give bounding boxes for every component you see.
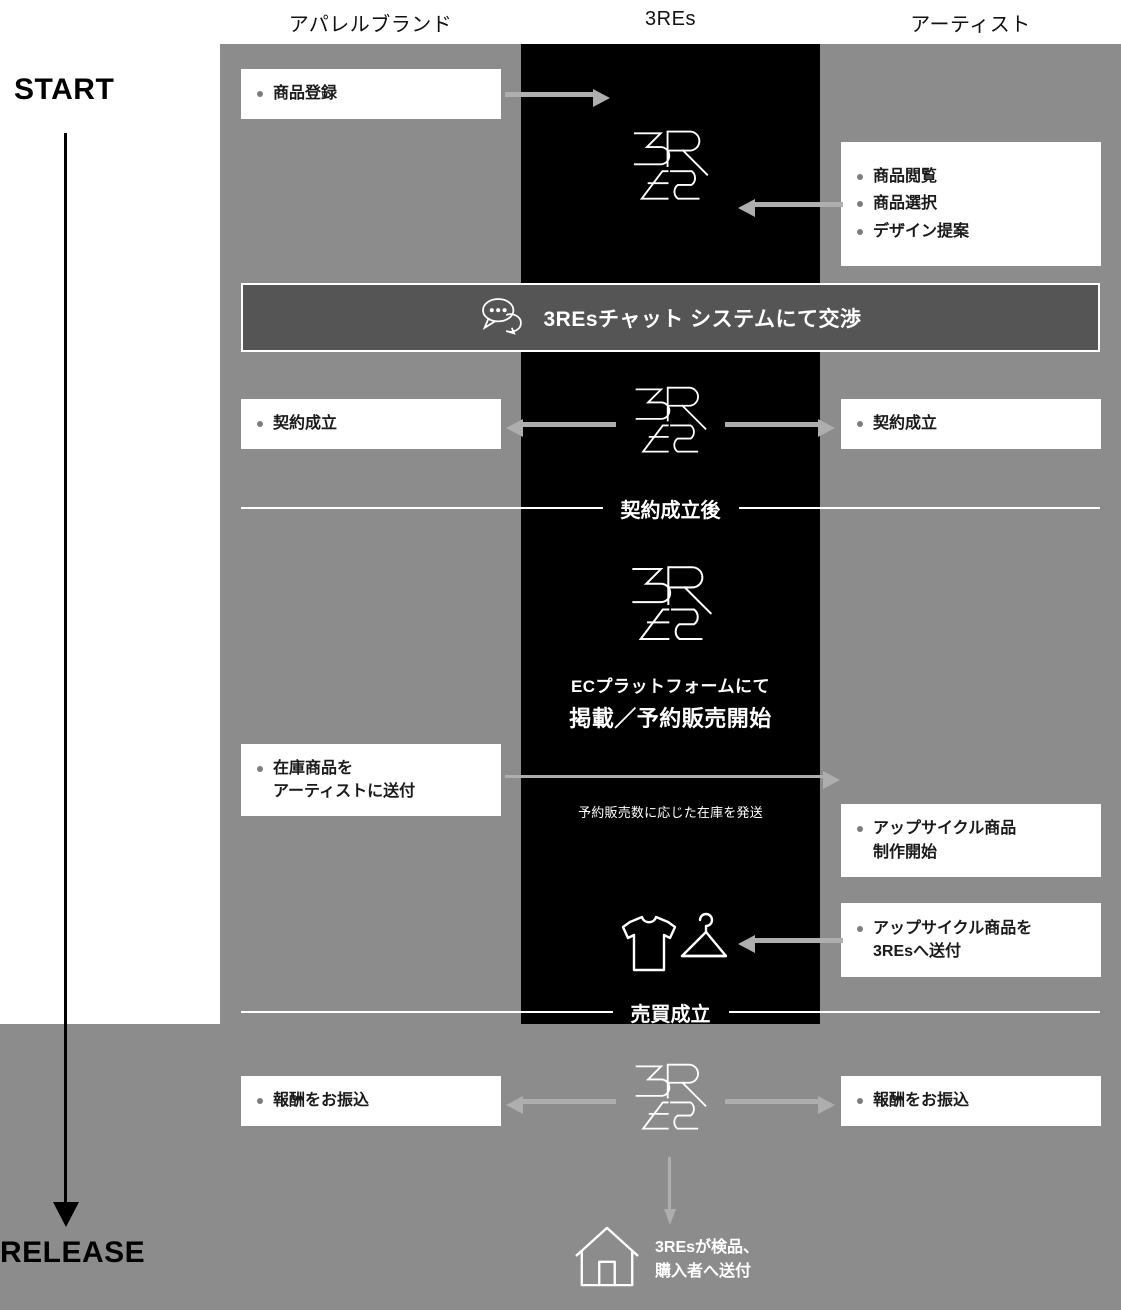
card-product-registration[interactable]: 商品登録 — [241, 69, 501, 119]
ec-platform-text-block: ECプラットフォームにて 掲載／予約販売開始 — [521, 672, 820, 733]
list-item: 契約成立 — [257, 410, 489, 437]
lane-apparel-brand — [220, 44, 521, 1024]
card-artist-browse[interactable]: 商品閲覧 商品選択 デザイン提案 — [841, 142, 1101, 266]
arrow-artist-to-3res — [738, 199, 843, 217]
start-label: START — [14, 73, 115, 106]
list-item: 商品登録 — [257, 80, 489, 107]
column-header-3res: 3REs — [645, 8, 696, 30]
arrow-3res-to-artist-payment — [725, 1096, 835, 1114]
bullet-icon — [257, 421, 263, 428]
divider-line — [241, 507, 603, 509]
divider-after-contract: 契約成立後 — [241, 495, 1100, 522]
timeline-arrowhead-icon — [53, 1202, 79, 1227]
arrow-3res-to-brand-contract — [506, 419, 616, 437]
delivery-block: 3REsが検品、 購入者へ送付 — [573, 1225, 759, 1294]
ec-platform-line2: 掲載／予約販売開始 — [569, 706, 772, 731]
card-stock-shipping[interactable]: 在庫商品を アーティストに送付 — [241, 744, 501, 816]
release-label: RELEASE — [0, 1236, 146, 1269]
chat-bar-label: 3REsチャット システムにて交渉 — [543, 307, 862, 331]
3res-logo-icon — [626, 563, 718, 645]
3res-logo-icon — [630, 384, 712, 457]
bullet-icon — [257, 91, 263, 98]
column-header-apparel-brand: アパレルブランド — [288, 14, 453, 36]
bullet-icon — [857, 174, 863, 181]
chat-negotiation-bar[interactable]: 3REsチャット システムにて交渉 — [241, 283, 1100, 352]
divider-label: 契約成立後 — [620, 499, 721, 522]
3res-logo-icon — [630, 1061, 712, 1134]
bullet-icon — [857, 826, 863, 833]
bullet-icon — [257, 1098, 263, 1105]
bullet-icon — [857, 201, 863, 208]
release-band — [0, 1024, 1121, 1310]
arrow-3res-to-brand-payment — [506, 1096, 616, 1114]
delivery-text: 3REsが検品、 購入者へ送付 — [655, 1238, 760, 1280]
card-upcycle-production-start[interactable]: アップサイクル商品 制作開始 — [841, 804, 1101, 877]
card-contract-artist[interactable]: 契約成立 — [841, 399, 1101, 449]
divider-line — [738, 507, 1100, 509]
list-item: アップサイクル商品 制作開始 — [857, 815, 1089, 865]
divider-after-trade: 売買成立 — [241, 999, 1100, 1026]
divider-line — [728, 1011, 1100, 1013]
bullet-icon — [257, 765, 263, 772]
shipping-note: 予約販売数に応じた在庫を発送 — [578, 805, 763, 820]
arrow-stock-to-artist — [505, 771, 840, 789]
list-item: 商品選択 — [857, 190, 1089, 217]
divider-line — [241, 1011, 613, 1013]
list-item: 契約成立 — [857, 410, 1089, 437]
house-icon — [573, 1225, 641, 1294]
list-item: デザイン提案 — [857, 218, 1089, 245]
list-item: 報酬をお振込 — [857, 1087, 1089, 1114]
bullet-icon — [857, 228, 863, 235]
list-item: アップサイクル商品を 3REsへ送付 — [857, 915, 1089, 965]
arrow-upcycle-to-3res — [738, 935, 843, 953]
list-item: 商品閲覧 — [857, 163, 1089, 190]
column-header-artist: アーティスト — [910, 14, 1031, 36]
card-payment-artist[interactable]: 報酬をお振込 — [841, 1076, 1101, 1126]
bullet-icon — [857, 925, 863, 932]
3res-logo-icon — [628, 128, 714, 204]
card-payment-brand[interactable]: 報酬をお振込 — [241, 1076, 501, 1126]
bullet-icon — [857, 1098, 863, 1105]
tshirt-hanger-icon — [615, 912, 728, 979]
bullet-icon — [857, 421, 863, 428]
list-item: 在庫商品を アーティストに送付 — [257, 755, 489, 805]
chat-bubbles-icon — [479, 295, 527, 340]
arrow-3res-to-artist-contract — [725, 419, 835, 437]
card-contract-brand[interactable]: 契約成立 — [241, 399, 501, 449]
card-upcycle-shipping[interactable]: アップサイクル商品を 3REsへ送付 — [841, 903, 1101, 977]
arrow-registration-to-3res — [505, 89, 610, 107]
list-item: 報酬をお振込 — [257, 1087, 489, 1114]
ec-platform-line1: ECプラットフォームにて — [570, 677, 771, 696]
timeline-spine — [64, 133, 67, 1208]
divider-label: 売買成立 — [630, 1003, 711, 1026]
